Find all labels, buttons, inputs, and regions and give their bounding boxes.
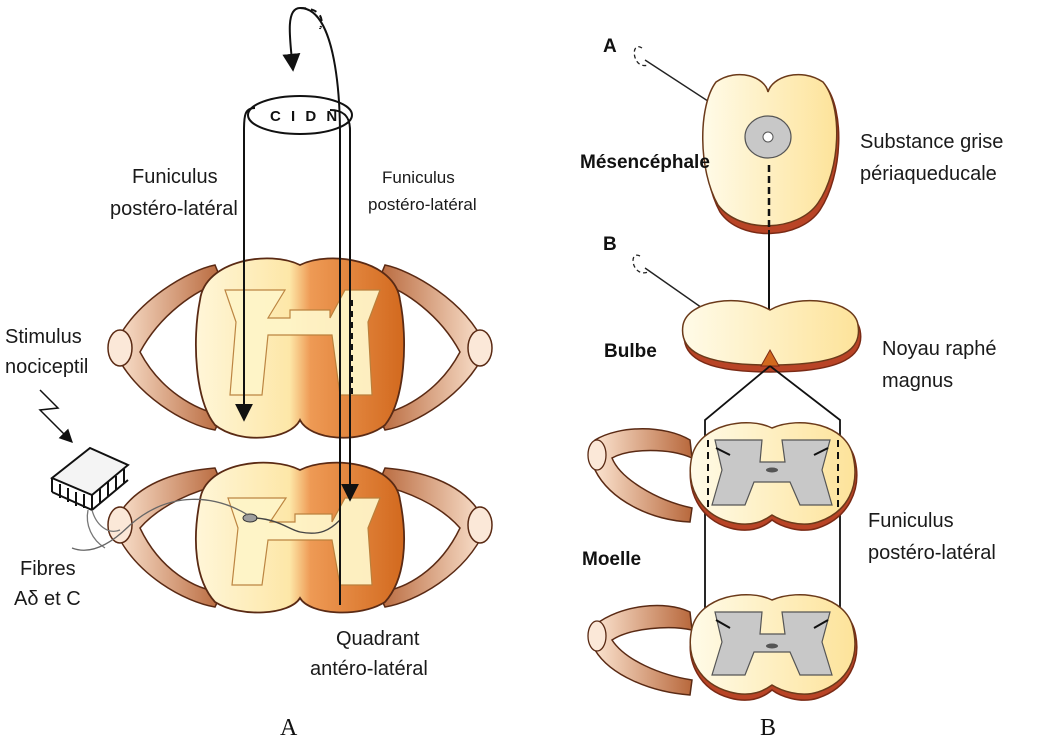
mesencephalon-section (703, 75, 839, 234)
panel-a-caption: A (280, 715, 298, 741)
noyau-label-1: Noyau raphé (882, 338, 997, 360)
quadrant-label-2: antéro-latéral (310, 658, 428, 680)
funiculus-b-label-1: Funiculus (868, 510, 954, 532)
funiculus-left-label-1: Funiculus (132, 166, 218, 188)
quadrant-label-1: Quadrant (336, 628, 420, 650)
site-a-curl (634, 47, 648, 66)
funiculus-b-label-2: postéro-latéral (868, 542, 996, 564)
medulla-section (683, 301, 861, 372)
fibres-label-2: Aδ et C (14, 588, 81, 610)
substance-label-1: Substance grise (860, 131, 1003, 153)
panel-b: A B (580, 36, 1003, 741)
fibres-label-1: Fibres (20, 558, 76, 580)
substance-label-2: périaqueducale (860, 163, 997, 185)
panel-b-caption: B (760, 715, 776, 741)
mesencephale-label: Mésencéphale (580, 152, 710, 173)
upper-spinal-cord-section (108, 258, 492, 437)
moelle-label: Moelle (582, 549, 641, 570)
funiculus-right-label-1: Funiculus (382, 168, 455, 187)
panel-a: C I D N Funiculus postéro-latéral Funicu… (5, 8, 492, 741)
stimulation-site-b-label: B (603, 234, 617, 255)
spinal-cord-b-upper (588, 423, 857, 530)
stimulus-label-1: Stimulus (5, 326, 82, 348)
bulbe-label: Bulbe (604, 341, 657, 362)
funiculus-right-label-2: postéro-latéral (368, 195, 477, 214)
lower-spinal-cord-section (108, 463, 492, 613)
stimulus-bolt-icon (40, 390, 72, 442)
stimulation-site-a-label: A (603, 36, 617, 57)
funiculus-left-label-2: postéro-latéral (110, 198, 238, 220)
noyau-label-2: magnus (882, 370, 953, 392)
spinal-cord-b-lower (588, 595, 857, 700)
site-b-curl (633, 255, 648, 273)
cidn-label: C I D N (270, 108, 340, 125)
stimulus-label-2: nociceptil (5, 356, 88, 378)
